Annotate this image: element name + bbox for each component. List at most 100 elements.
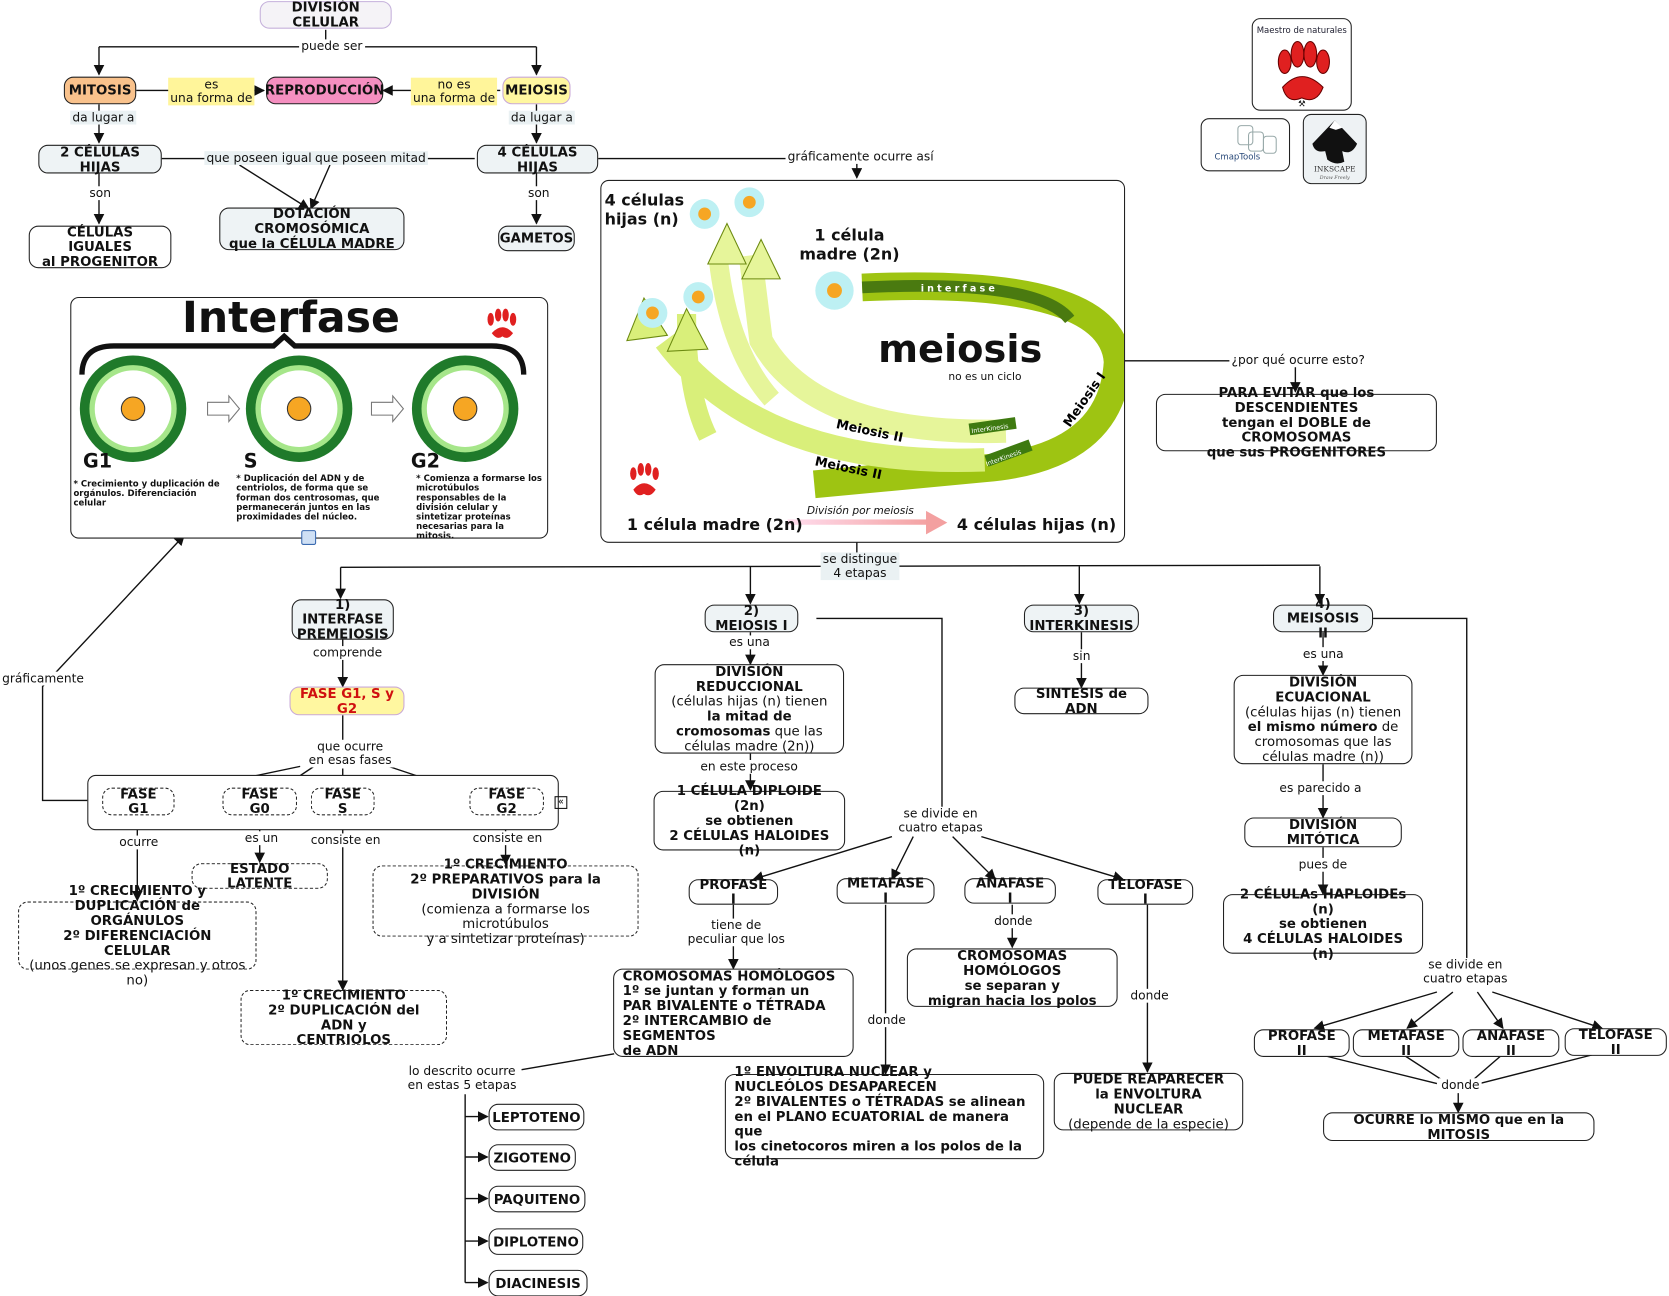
telofase-detail-node[interactable]: PUEDE REAPARECER la ENVOLTURA NUCLEAR (d… (1053, 1070, 1244, 1131)
fase-g2-node[interactable]: FASE G2 (469, 786, 544, 816)
link-donde-anafase: donde (992, 914, 1035, 929)
meiosis-title: meiosis (878, 327, 1043, 372)
link-lo-descrito: lo descrito ocurre en estas 5 etapas (405, 1064, 519, 1093)
meiosis-i-node[interactable]: 2) MEIOSIS I (704, 603, 799, 633)
dos-celulas-hijas-node[interactable]: 2 CÉLULAS HIJAS (38, 144, 162, 173)
link-tiene-de: tiene de peculiar que los (685, 918, 787, 947)
cmaptools-logo[interactable]: CmapTools (1200, 118, 1291, 172)
link-poseen-igual: que poseen igual (204, 151, 314, 165)
reproduccion-node[interactable]: REPRODUCCIÓN (265, 76, 384, 105)
cycle-ring-g2 (411, 355, 519, 462)
link-son-meiosis: son (525, 186, 552, 201)
link-es-forma: es una forma de (168, 77, 255, 106)
sintesis-adn-node[interactable]: SINTESIS de ADN (1014, 685, 1149, 715)
svg-text:⚒: ⚒ (1298, 99, 1306, 109)
image-attachment-icon[interactable] (301, 530, 317, 545)
interfase-arrow-label: interfase (921, 284, 998, 295)
division-celular-node[interactable]: DIVISIÓN CELULAR (259, 0, 392, 29)
link-donde-telofase: donde (1128, 988, 1171, 1003)
interfase-premeiosis-node[interactable]: 1) INTERFASE PREMEIOSIS (291, 597, 394, 641)
diploteno-node[interactable]: DIPLOTENO (488, 1228, 584, 1255)
link-se-divide-ii: se divide en cuatro etapas (1420, 957, 1510, 986)
profase-detail-node[interactable]: CROMOSOMAS HOMÓLOGOS 1º se juntan y form… (613, 968, 854, 1057)
metafase-ii-node[interactable]: METAFASE II (1352, 1028, 1460, 1057)
fase-g1-s-g2-node[interactable]: FASE G1, S y G2 (289, 685, 405, 716)
metafase-i-node[interactable]: METAFASE I (836, 875, 935, 905)
anafase-i-node[interactable]: ANAFASE I (964, 875, 1056, 905)
cmaptools-icon: CmapTools (1214, 125, 1277, 163)
diacinesis-node[interactable]: DIACINESIS (488, 1269, 588, 1296)
estado-latente-node[interactable]: ESTADO LATENTE (191, 861, 328, 890)
paw-icon: Maestro de naturales ⚒ (1257, 26, 1348, 109)
division-reduccional-node[interactable]: DIVISIÓN REDUCCIONAL (células hijas (n) … (654, 663, 845, 754)
fase-g0-node[interactable]: FASE G0 (222, 786, 297, 816)
meiosis-subtitle: no es un ciclo (948, 371, 1022, 384)
inkscape-icon: INKSCAPE Draw Freely (1312, 120, 1358, 181)
link-se-divide-i: se divide en cuatro etapas (896, 806, 985, 835)
g1-label: G1 (83, 450, 113, 473)
profase-i-node[interactable]: PROFASE I (688, 877, 779, 906)
gametos-node[interactable]: GAMETOS (498, 225, 575, 252)
zigoteno-node[interactable]: ZIGOTENO (488, 1144, 576, 1171)
fase-g1-node[interactable]: FASE G1 (102, 786, 175, 816)
anafase-detail-node[interactable]: CROMOSOMAS HOMÓLOGOS se separan y migran… (906, 947, 1118, 1007)
link-por-que: ¿por qué ocurre esto? (1229, 353, 1367, 368)
inkscape-logo[interactable]: INKSCAPE Draw Freely (1302, 113, 1367, 185)
haploides-node[interactable]: 2 CÉLULAs HAPLOIDEs (n) se obtienen 4 CÉ… (1222, 886, 1424, 961)
collapse-icon[interactable]: « (554, 796, 568, 809)
madre-label: 1 célula madre (2n) (799, 225, 900, 264)
paquiteno-node[interactable]: PAQUITENO (488, 1185, 586, 1213)
celulas-iguales-node[interactable]: CÉLULAS IGUALES al PROGENITOR (28, 224, 172, 269)
link-es-una-i: es una (726, 635, 773, 650)
cell-cycle-graphic (79, 308, 527, 462)
profase-ii-node[interactable]: PROFASE II (1253, 1028, 1350, 1057)
link-da-lugar-mitosis: da lugar a (70, 110, 137, 125)
reduccional-note-b: la mitad de cromosomas que las células m… (675, 707, 823, 754)
telofase-detail-text: PUEDE REAPARECER la ENVOLTURA NUCLEAR (1072, 1070, 1225, 1117)
meiosis-diagram[interactable]: interfase Meiosis II Meiosis II Meiosis … (600, 179, 1132, 543)
reduccional-note-a: (células hijas (n) tienen (671, 692, 828, 709)
division-mitotica-node[interactable]: DIVISIÓN MITÓTICA (1244, 817, 1402, 848)
telofase-i-node[interactable]: TELOFASE I (1097, 877, 1194, 906)
leptoteno-node[interactable]: LEPTOTENO (488, 1103, 585, 1131)
link-se-distingue: se distingue 4 etapas (820, 552, 900, 581)
metafase-detail-node[interactable]: 1º ENVOLTURA NUCLEAR y NUCLEÓLOS DESAPAR… (724, 1064, 1045, 1168)
cuatro-celulas-hijas-node[interactable]: 4 CÉLULAS HIJAS (476, 144, 599, 173)
dotacion-node[interactable]: DOTACIÓN CROMOSÓMICA que la CÉLULA MADRE (219, 206, 405, 251)
inkscape-tagline: Draw Freely (1319, 175, 1350, 181)
maestro-naturales-logo[interactable]: Maestro de naturales ⚒ (1251, 18, 1352, 111)
interkinesis-node[interactable]: 3) INTERKINESIS (1023, 603, 1139, 633)
telofase-ii-node[interactable]: TELOFASE II (1564, 1027, 1667, 1056)
g2-detail-node[interactable]: 1º CRECIMIENTO 2º PREPARATIVOS para la D… (372, 856, 639, 945)
ecuacional-note-b: el mismo número de cromosomas que las cé… (1247, 718, 1399, 765)
reduccional-title: DIVISIÓN REDUCCIONAL (695, 663, 803, 694)
link-en-este-proceso: en este proceso (698, 759, 800, 774)
anafase-ii-node[interactable]: ANAFASE II (1462, 1028, 1560, 1057)
fase-s-node[interactable]: FASE S (310, 786, 375, 816)
meiosis-ii-node[interactable]: 4) MEISOSIS II (1273, 596, 1374, 640)
link-consiste-en-g2: consiste en (470, 831, 545, 846)
g2-detail-text: 1º CRECIMIENTO 2º PREPARATIVOS para la D… (410, 855, 601, 902)
link-graficamente-asi: gráficamente ocurre así (785, 150, 936, 164)
diploide-node[interactable]: 1 CÉLULA DIPLOIDE (2n) se obtienen 2 CÉL… (653, 783, 846, 857)
interfase-panel[interactable]: Interfase G1 S G2 * Crecimiento y duplic… (70, 294, 549, 545)
cycle-ring-g1 (79, 355, 187, 462)
arrow-icon (370, 394, 405, 423)
arrow-icon (207, 394, 241, 423)
g2-description: * Comienza a formarse los microtúbulos r… (416, 473, 542, 541)
g1-detail-note: (unos genes se expresan y otros no) (29, 956, 246, 988)
s-detail-node[interactable]: 1º CRECIMIENTO 2º DUPLICACIÓN del ADN y … (240, 987, 448, 1047)
igual-mitosis-node[interactable]: OCURRE lo MISMO que en la MITOSIS (1323, 1111, 1595, 1142)
g1-detail-text: 1º CRECIMIENTO y DUPLICACIÓN de ORGÁNULO… (63, 882, 212, 958)
g1-detail-node[interactable]: 1º CRECIMIENTO y DUPLICACIÓN de ORGÁNULO… (18, 883, 257, 987)
mitosis-node[interactable]: MITOSIS (63, 76, 137, 105)
s-label: S (243, 450, 258, 473)
ecuacional-title: DIVISIÓN ECUACIONAL (1275, 673, 1371, 705)
meiosis-node[interactable]: MEIOSIS (502, 76, 571, 105)
link-es-una-ii: es una (1300, 647, 1346, 661)
para-evitar-node[interactable]: PARA EVITAR que los DESCENDIENTES tengan… (1155, 385, 1437, 459)
inkscape-text: INKSCAPE (1314, 164, 1356, 173)
division-ecuacional-node[interactable]: DIVISIÓN ECUACIONAL (células hijas (n) t… (1233, 673, 1413, 765)
interfase-band (861, 280, 1075, 324)
g2-detail-note: (comienza a formarse los microtúbulos y … (421, 899, 590, 946)
